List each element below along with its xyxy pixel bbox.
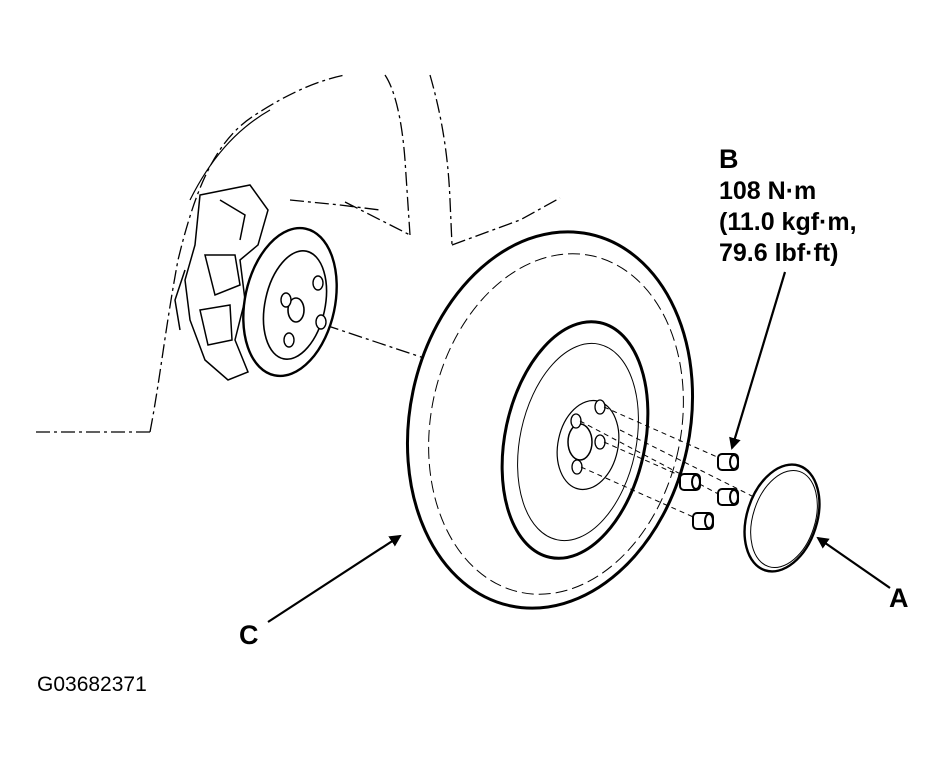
wheel [405,230,695,610]
label-b: B [719,144,739,174]
torque-spec: 108 N·m (11.0 kgf·m, 79.6 lbf·ft) [719,176,857,269]
wheel-center-bore [567,423,593,461]
alignment-lines [579,406,761,521]
tire-sidewall-line [428,253,684,595]
wheel-studs [280,275,327,348]
torque-nm: 108 N·m [719,177,817,205]
wheel-cap-inner [750,469,818,569]
arrow-a [816,536,891,589]
torque-kgfm: (11.0 kgf·m, [719,208,857,236]
wheel-rim-inner [517,342,639,542]
car-body-outline [36,74,561,433]
arrow-b [729,271,787,450]
arrow-c [267,534,402,623]
label-c: C [239,620,259,650]
wheel-lug-holes [570,399,606,475]
wheel-nuts [679,453,739,530]
brake-disc-inner [262,250,328,360]
hub-center [287,297,305,323]
torque-lbfft: 79.6 lbf·ft) [719,239,839,267]
wheel-arch [189,109,271,201]
figure-id: G03682371 [37,673,147,696]
wheel-cap [743,463,821,573]
brake-caliper-assembly [174,184,269,381]
label-a: A [889,583,909,613]
